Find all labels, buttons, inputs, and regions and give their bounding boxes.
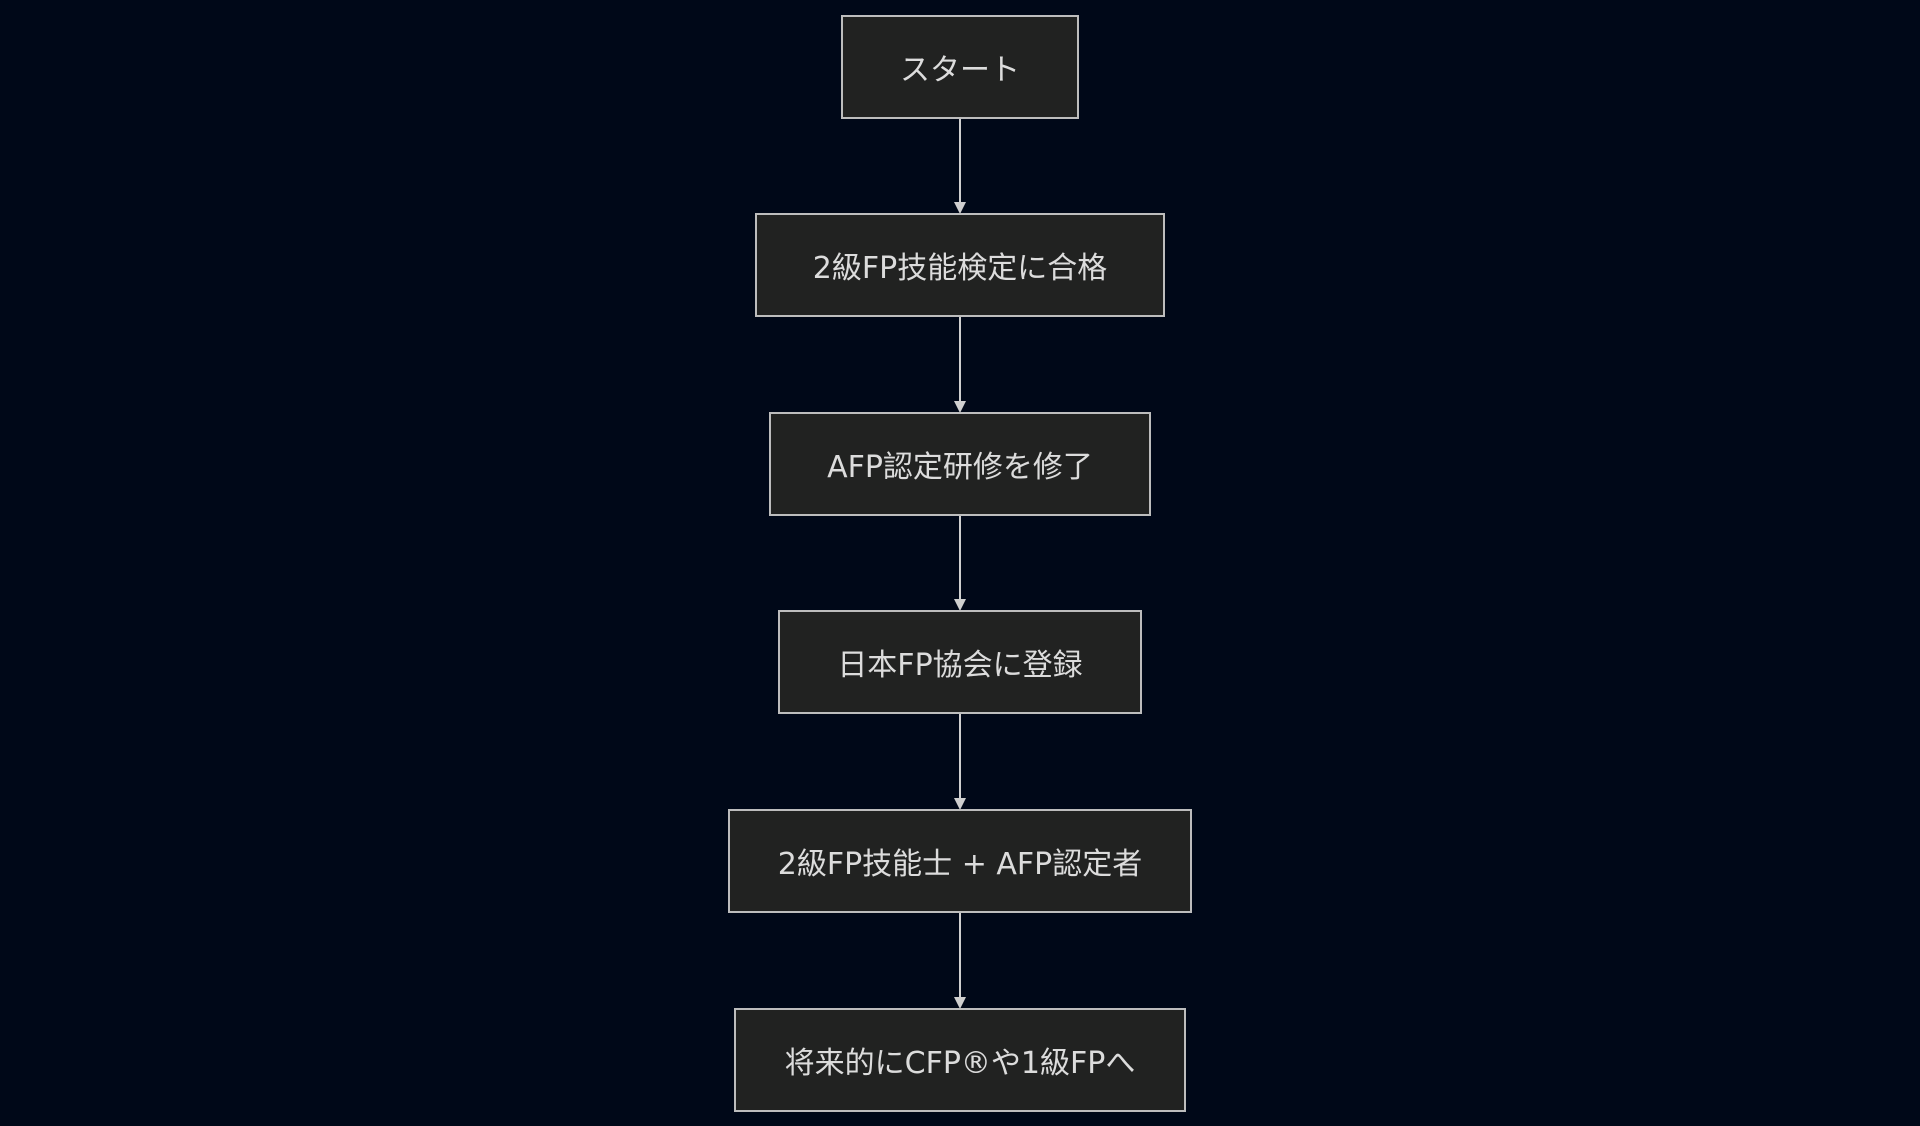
- node-certified-label: 2級FP技能士 + AFP認定者: [777, 847, 1143, 882]
- node-register: 日本FP協会に登録: [778, 610, 1142, 714]
- node-start: スタート: [841, 15, 1079, 119]
- node-future: 将来的にCFP®や1級FPへ: [734, 1008, 1186, 1112]
- node-start-label: スタート: [900, 53, 1020, 88]
- node-register-label: 日本FP協会に登録: [837, 648, 1083, 683]
- node-afp-training-label: AFP認定研修を修了: [827, 450, 1093, 485]
- node-pass-exam-label: 2級FP技能検定に合格: [812, 251, 1108, 286]
- node-pass-exam: 2級FP技能検定に合格: [755, 213, 1165, 317]
- node-future-label: 将来的にCFP®や1級FPへ: [784, 1046, 1136, 1081]
- node-certified: 2級FP技能士 + AFP認定者: [728, 809, 1192, 913]
- node-afp-training: AFP認定研修を修了: [769, 412, 1151, 516]
